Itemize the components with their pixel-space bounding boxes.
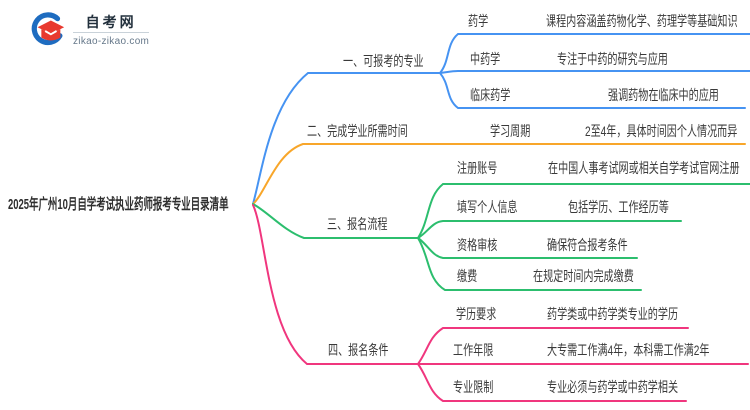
subtopic-note: 在中国人事考试网或相关自学考试官网注册 (548, 160, 740, 176)
subtopic-note: 强调药物在临床中的应用 (608, 87, 719, 103)
logo-text: 自考网 zikao-zikao.com (73, 14, 150, 48)
branch-3-connector-1 (417, 183, 750, 239)
subtopic-label: 药学 (468, 13, 489, 29)
subtopic-note: 包括学历、工作经历等 (568, 199, 669, 215)
subtopic-note: 课程内容涵盖药物化学、药理学等基础知识 (546, 13, 738, 29)
subtopic-label: 缴费 (457, 268, 478, 284)
subtopic-label: 学历要求 (456, 306, 497, 322)
logo-graduation-cap-icon (31, 12, 65, 46)
subtopic-note: 大专需工作满4年，本科需工作满2年 (547, 342, 710, 358)
subtopic-label: 填写个人信息 (457, 199, 518, 215)
subtopic-label: 临床药学 (470, 87, 511, 103)
subtopic-label: 中药学 (470, 51, 501, 67)
branch-4-connector-3 (417, 363, 687, 402)
branch-3-connector-3 (417, 237, 638, 259)
branch-4-label: 四、报名条件 (328, 342, 389, 358)
subtopic-note: 在规定时间内完成缴费 (533, 268, 634, 284)
branch-2-stem (252, 143, 746, 205)
branch-1-connector-2 (439, 70, 750, 74)
subtopic-note: 专业必须与药学或中药学相关 (547, 379, 679, 395)
site-logo: 自考网 zikao-zikao.com (29, 12, 150, 50)
subtopic-label: 工作年限 (453, 342, 494, 358)
branch-3-connector-2 (417, 220, 682, 239)
branch-1-connector-3 (439, 72, 746, 109)
subtopic-note: 确保符合报考条件 (547, 237, 628, 253)
branch-1-connector-1 (439, 33, 750, 74)
branch-4-connector-1 (417, 327, 689, 365)
subtopic-label: 资格审核 (457, 237, 498, 253)
logo-title: 自考网 (85, 14, 137, 30)
root-topic: 2025年广州10月自学考试执业药师报考专业目录清单 (8, 196, 229, 213)
branch-4-stem (252, 204, 419, 365)
subtopic-label: 学习周期 (490, 123, 531, 139)
subtopic-note: 2至4年，具体时间因个人情况而异 (585, 123, 738, 139)
subtopic-note: 药学类或中药学类专业的学历 (547, 306, 679, 322)
branch-3-stem (252, 203, 419, 239)
subtopic-label: 注册账号 (457, 160, 498, 176)
logo-domain: zikao-zikao.com (73, 32, 150, 48)
branch-1-stem (252, 72, 441, 205)
branch-2-label: 二、完成学业所需时间 (307, 123, 408, 139)
subtopic-note: 专注于中药的研究与应用 (557, 51, 668, 67)
branch-3-label: 三、报名流程 (327, 216, 388, 232)
subtopic-label: 专业限制 (453, 379, 494, 395)
branch-1-label: 一、可报考的专业 (343, 53, 424, 69)
branch-3-connector-4 (417, 237, 642, 291)
